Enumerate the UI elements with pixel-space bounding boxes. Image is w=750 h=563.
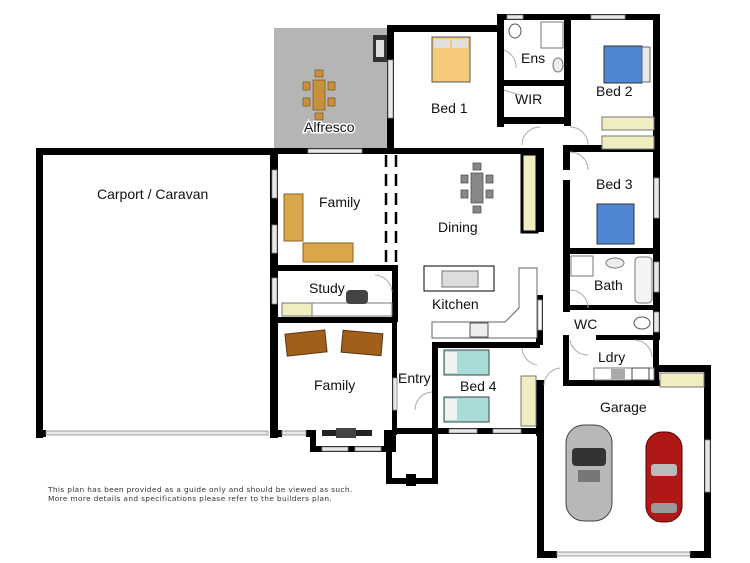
toilet-icon [508, 23, 522, 39]
shower-icon [570, 255, 594, 277]
doors [374, 49, 653, 411]
open-partition [384, 155, 398, 265]
silver-car-icon [565, 424, 613, 522]
robe-icon [601, 116, 655, 131]
outdoor-dining-table-icon [302, 69, 336, 121]
room-label-kitchen: Kitchen [432, 296, 479, 312]
bed-3-icon [596, 203, 635, 245]
sofa-icon [302, 242, 354, 263]
room-label-carport: Carport / Caravan [97, 186, 208, 202]
room-label-wir: WIR [515, 91, 542, 107]
room-label-bed2: Bed 2 [596, 83, 633, 99]
disclaimer-text: This plan has been provided as a guide o… [48, 485, 353, 503]
office-chair-icon [346, 290, 368, 304]
room-label-ens: Ens [521, 50, 545, 66]
room-label-wc: WC [574, 316, 597, 332]
robe-icon [659, 372, 705, 388]
robe-icon [601, 135, 655, 150]
room-label-alfresco: Alfresco [304, 119, 355, 135]
cooktop-icon [469, 322, 489, 338]
sofa-icon [340, 329, 384, 357]
red-car-icon [645, 431, 683, 523]
sofa-icon [283, 193, 304, 242]
bathtub-icon [634, 256, 653, 304]
pantry-icon [520, 152, 539, 234]
single-bed-icon [443, 396, 490, 423]
dining-table-icon [460, 162, 494, 214]
room-label-ldry: Ldry [598, 349, 625, 365]
room-label-garage: Garage [600, 399, 647, 415]
queen-bed-icon [431, 36, 471, 83]
basin-icon [552, 57, 564, 73]
basin-icon [605, 257, 625, 269]
bed-2-icon [603, 45, 651, 84]
windows [45, 14, 711, 557]
room-label-bed4: Bed 4 [460, 378, 497, 394]
sofa-icon [284, 329, 328, 357]
single-bed-icon [443, 349, 490, 376]
room-label-bed1: Bed 1 [431, 100, 468, 116]
room-label-bath: Bath [594, 277, 623, 293]
room-label-family2: Family [314, 377, 355, 393]
washing-machine-icon [631, 367, 650, 381]
shower-icon [540, 21, 564, 49]
toilet-icon [633, 316, 651, 330]
room-label-dining: Dining [438, 219, 478, 235]
kitchen-bench-icon [431, 267, 538, 339]
room-label-bed3: Bed 3 [596, 176, 633, 192]
room-labels: Alfresco Bed 1 Ens WIR Bed 2 Carport / C… [97, 50, 647, 415]
room-label-entry: Entry [398, 370, 431, 386]
robe-icon [520, 375, 537, 427]
study-desk-icon [281, 302, 313, 317]
room-label-family: Family [319, 194, 360, 210]
room-label-study: Study [309, 280, 345, 296]
